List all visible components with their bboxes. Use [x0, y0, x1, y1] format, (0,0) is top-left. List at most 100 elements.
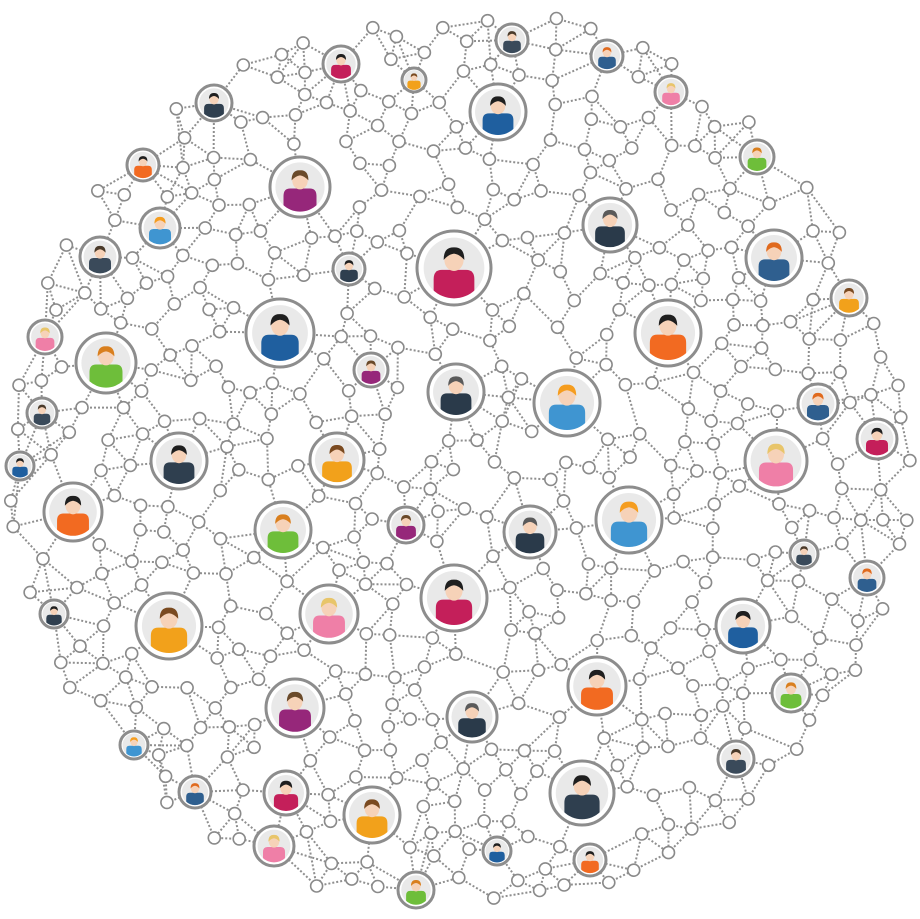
network-node	[550, 320, 565, 335]
network-node	[548, 97, 563, 112]
network-edge	[849, 401, 878, 440]
network-node	[370, 235, 385, 249]
network-node	[579, 586, 593, 601]
network-node	[774, 652, 788, 667]
network-node	[145, 679, 159, 694]
network-node	[263, 649, 278, 664]
network-node	[567, 293, 582, 308]
network-node	[734, 359, 748, 374]
network-edge	[821, 669, 857, 697]
network-node	[507, 470, 522, 485]
network-node	[389, 29, 404, 44]
network-node	[381, 94, 396, 109]
network-node	[193, 280, 207, 295]
network-edge	[408, 847, 417, 891]
person-avatar-icon	[118, 729, 150, 761]
network-node	[321, 787, 335, 802]
network-node	[802, 503, 817, 518]
network-node	[432, 95, 447, 110]
network-node	[631, 70, 646, 84]
network-edge	[405, 488, 432, 526]
network-edge	[486, 20, 492, 65]
network-edge	[699, 737, 737, 760]
network-node	[824, 592, 839, 607]
network-node	[722, 815, 737, 830]
network-node	[370, 879, 385, 894]
network-node	[597, 731, 611, 745]
network-node	[264, 407, 279, 421]
network-node	[835, 536, 849, 551]
network-node	[667, 511, 681, 525]
network-node	[319, 95, 334, 110]
network-edge	[61, 362, 107, 368]
network-edge	[340, 335, 372, 371]
network-edge	[790, 297, 850, 323]
network-node	[93, 693, 108, 708]
network-node	[222, 720, 236, 734]
network-node	[370, 466, 385, 481]
network-node	[645, 376, 659, 390]
person-avatar-icon	[502, 504, 558, 560]
network-node	[482, 152, 497, 166]
network-node	[514, 371, 529, 386]
network-node	[309, 879, 324, 893]
network-node	[4, 493, 18, 508]
network-edge	[266, 438, 270, 480]
network-node	[417, 45, 432, 60]
network-node	[557, 226, 572, 240]
network-node	[211, 620, 226, 635]
network-node	[332, 563, 346, 578]
network-node	[714, 336, 729, 351]
network-node	[585, 89, 599, 104]
network-node	[385, 597, 400, 611]
network-node	[663, 621, 678, 635]
network-node	[94, 302, 108, 316]
network-edge	[186, 687, 202, 728]
network-node	[451, 870, 466, 885]
network-node	[550, 583, 564, 597]
network-node	[226, 417, 241, 431]
network-edge	[493, 889, 540, 900]
network-edge	[581, 785, 628, 794]
network-node	[265, 376, 280, 391]
network-node	[296, 268, 311, 283]
network-edge	[133, 744, 167, 778]
network-node	[322, 730, 337, 744]
network-edge	[869, 394, 878, 440]
network-node	[348, 496, 363, 511]
network-edge	[455, 653, 504, 673]
network-node	[303, 753, 318, 768]
network-node	[157, 414, 172, 429]
network-node	[694, 293, 708, 308]
network-node	[213, 531, 228, 546]
network-node	[664, 138, 679, 153]
network-node	[160, 190, 175, 204]
network-edge	[591, 55, 608, 97]
network-node	[260, 431, 274, 446]
network-node	[316, 351, 331, 366]
network-node	[462, 842, 476, 856]
network-node	[663, 458, 678, 473]
network-node	[549, 11, 564, 26]
network-node	[403, 712, 418, 726]
network-node	[392, 223, 407, 238]
network-node	[678, 434, 692, 449]
network-node	[236, 783, 250, 797]
network-node	[754, 341, 769, 355]
network-node	[715, 699, 730, 713]
network-node	[236, 58, 251, 72]
network-node	[425, 631, 440, 645]
person-avatar-icon	[244, 297, 316, 369]
person-avatar-icon	[396, 870, 436, 910]
network-node	[723, 181, 737, 196]
network-node	[118, 670, 133, 684]
network-edge	[286, 546, 324, 583]
network-edge	[502, 629, 513, 673]
network-node	[416, 799, 431, 814]
person-avatar-icon	[149, 431, 209, 491]
network-node	[316, 540, 330, 555]
network-node	[789, 742, 804, 757]
network-node	[107, 596, 122, 610]
person-avatar-icon	[298, 583, 360, 645]
network-node	[843, 395, 857, 410]
